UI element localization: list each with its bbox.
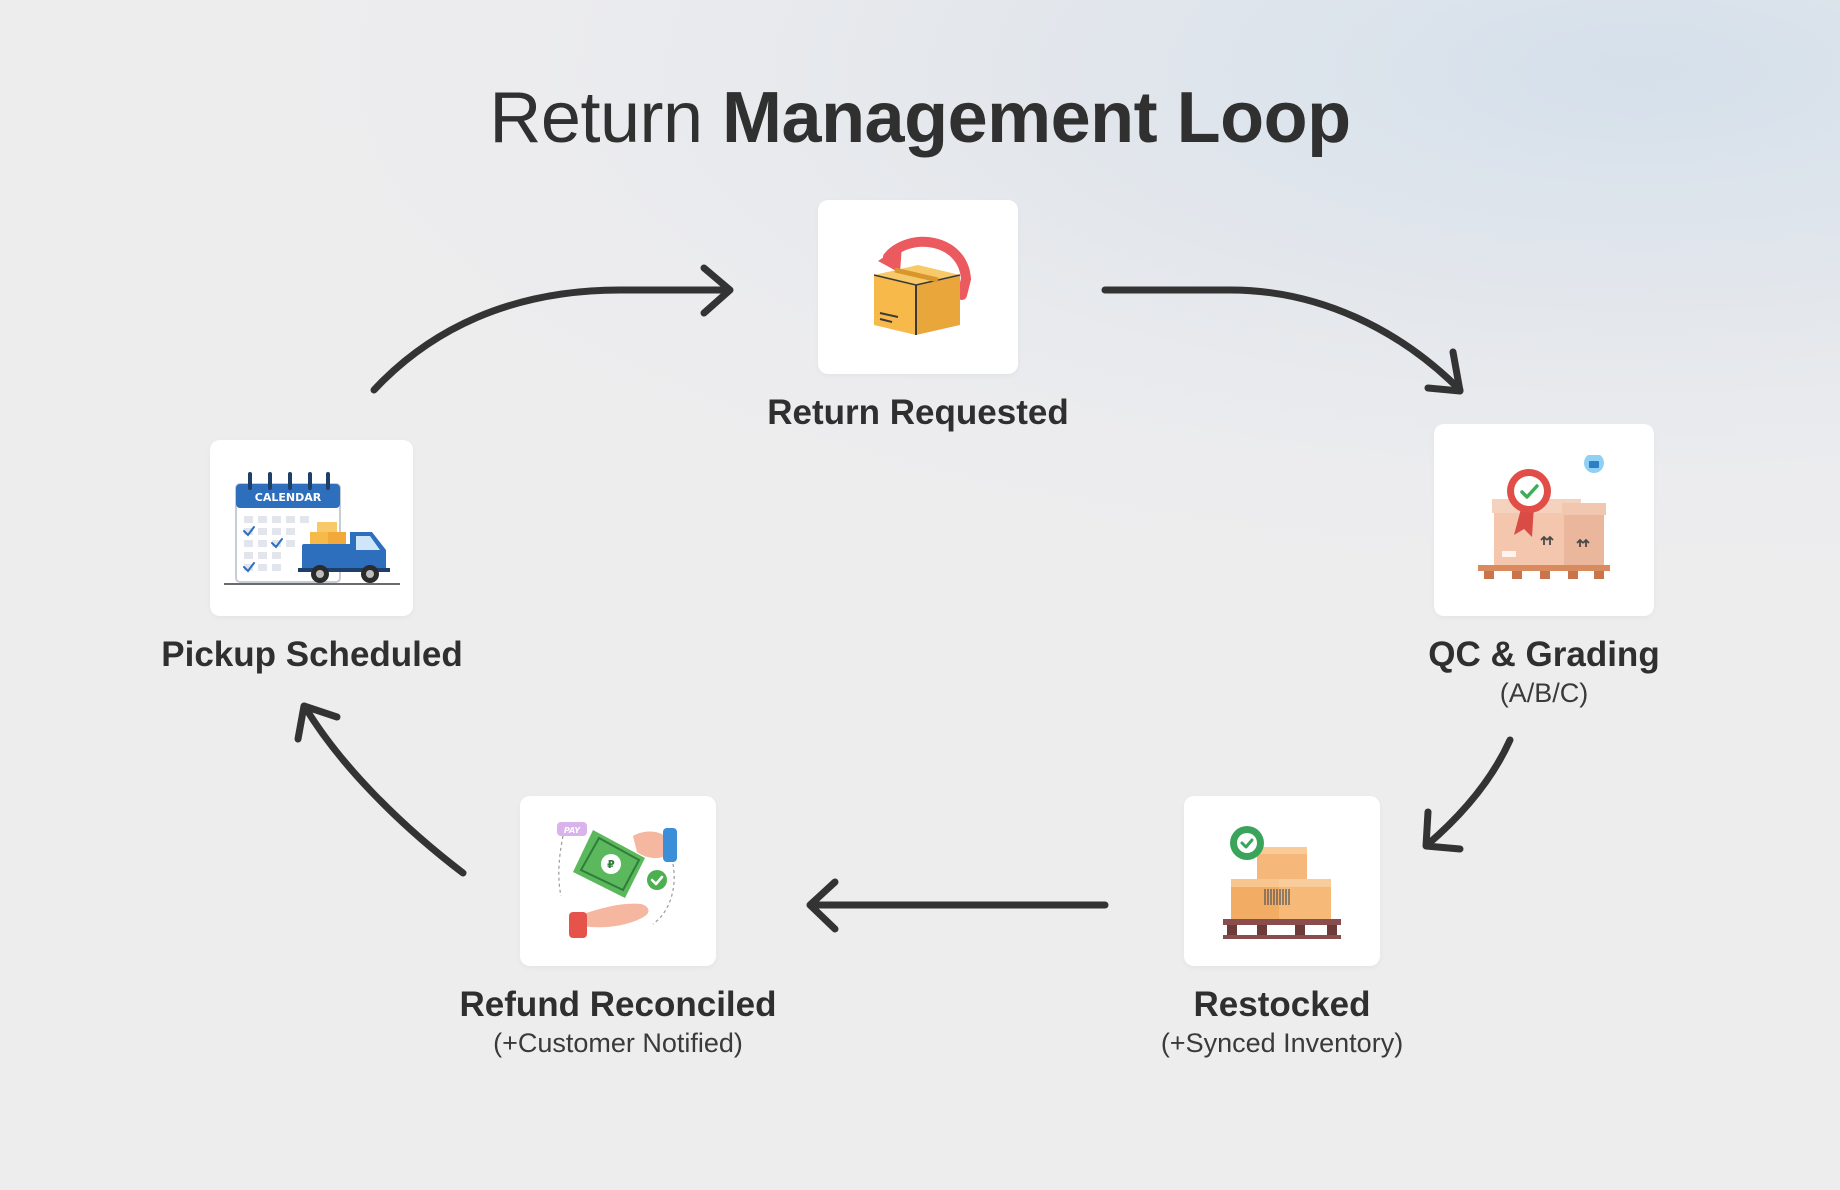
label-restocked: Restocked (+Synced Inventory) xyxy=(1082,984,1482,1060)
step-label: Refund Reconciled xyxy=(459,985,777,1024)
step-label: Return Requested xyxy=(767,393,1069,432)
card-return-requested xyxy=(818,200,1018,374)
arrow-qc-to-restocked xyxy=(1423,736,1514,849)
label-refund-reconciled: Refund Reconciled (+Customer Notified) xyxy=(418,984,818,1060)
step-label: Pickup Scheduled xyxy=(161,635,463,674)
money-handover-icon: PAY ₽ xyxy=(557,822,677,938)
arrow-pickup-to-request xyxy=(370,286,732,394)
svg-text:₽: ₽ xyxy=(607,858,615,871)
pay-tag-text: PAY xyxy=(564,826,581,835)
step-sublabel: (+Customer Notified) xyxy=(493,1028,743,1058)
label-pickup-scheduled: Pickup Scheduled xyxy=(112,634,512,676)
arrowhead-request-to-qc xyxy=(1424,348,1464,395)
title-bold: Management Loop xyxy=(722,78,1351,158)
arrow-refund-to-pickup xyxy=(301,703,467,877)
pallet-boxes-icon xyxy=(1223,826,1341,939)
arrowhead-restocked-to-refund xyxy=(806,878,839,933)
arrowhead-pickup-to-request xyxy=(700,264,734,317)
calendar-text: CALENDAR xyxy=(254,491,321,504)
label-qc-grading: QC & Grading (A/B/C) xyxy=(1344,634,1744,710)
step-label: Restocked xyxy=(1193,985,1371,1024)
calendar-truck-icon: CALENDAR xyxy=(223,472,400,585)
returned-box-icon xyxy=(873,236,972,335)
card-restocked xyxy=(1184,796,1380,966)
step-sublabel: (A/B/C) xyxy=(1499,678,1589,708)
arrow-request-to-qc xyxy=(1101,286,1464,394)
card-pickup-scheduled: CALENDAR xyxy=(210,440,413,616)
quality-badge-boxes-icon xyxy=(1478,455,1610,579)
step-label: QC & Grading xyxy=(1428,635,1660,674)
arrowhead-qc-to-restocked xyxy=(1422,808,1464,853)
title-light: Return xyxy=(489,78,703,158)
label-return-requested: Return Requested xyxy=(668,392,1168,434)
diagram-title: Return Management Loop xyxy=(0,72,1840,164)
step-sublabel: (+Synced Inventory) xyxy=(1160,1028,1404,1058)
card-refund-reconciled: PAY ₽ xyxy=(520,796,716,966)
arrowhead-refund-to-pickup xyxy=(294,702,341,743)
card-qc-grading xyxy=(1434,424,1654,616)
